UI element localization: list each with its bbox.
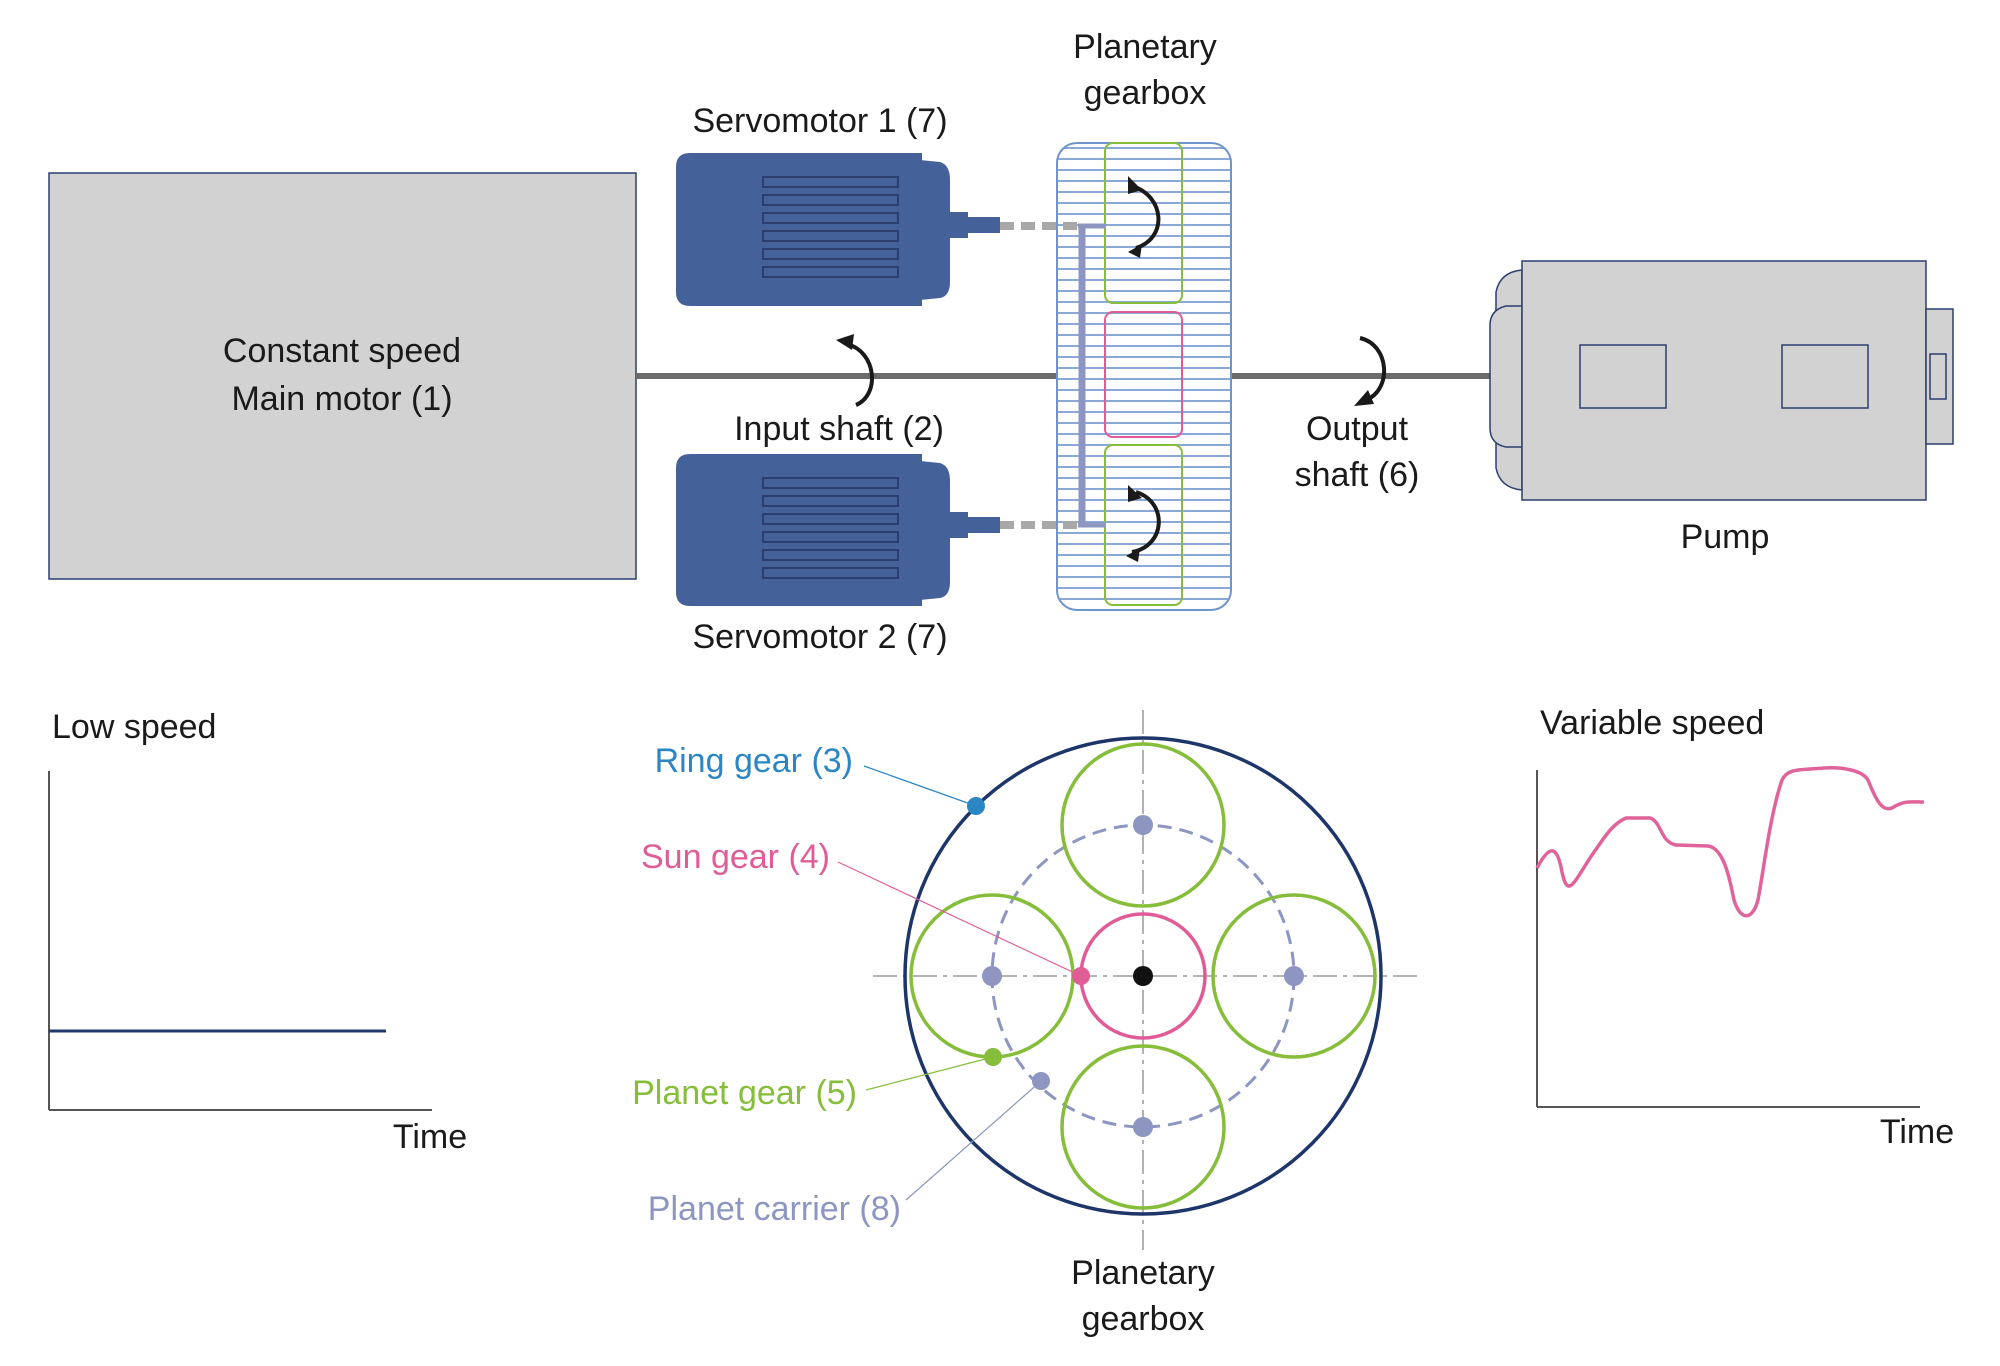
ring-gear-leader — [863, 765, 977, 807]
variable-speed-chart-title: Variable speed — [1540, 704, 1764, 742]
servomotor-1-fins — [762, 176, 899, 278]
servomotor-2: Servomotor 2 (7) — [676, 454, 1082, 656]
servomotor-1: Servomotor 1 (7) — [676, 102, 1082, 306]
rotation-arrowhead-icon — [1128, 176, 1142, 194]
main-motor-label-line1: Constant speed — [223, 332, 461, 370]
rotation-arrow-icon — [1359, 336, 1387, 402]
planet-carrier-label: Planet carrier (8) — [648, 1190, 901, 1228]
rotation-arrowhead-icon — [1128, 244, 1142, 258]
center-point — [1133, 966, 1153, 986]
main-motor: Constant speed Main motor (1) — [48, 172, 637, 580]
variable-speed-chart-x-label: Time — [1880, 1113, 1954, 1151]
gearbox-bottom-label-line1: Planetary — [1071, 1254, 1215, 1292]
main-motor-label-line2: Main motor (1) — [231, 380, 452, 418]
gearbox-bottom-label-line2: gearbox — [1082, 1300, 1205, 1338]
planet-carrier-marker — [1032, 1072, 1050, 1090]
pump-panel — [1579, 344, 1667, 409]
servomotor-1-end-cap — [676, 153, 748, 306]
planet-gear-right — [1211, 893, 1377, 1059]
ring-gear-marker — [967, 797, 985, 815]
low-speed-chart-x-label: Time — [393, 1118, 467, 1156]
output-shaft-label-line1: Output — [1306, 410, 1409, 448]
input-shaft-callout: Input shaft (2) — [734, 334, 944, 448]
servomotor-2-end-cap — [676, 454, 748, 606]
gearbox-top-label-line1: Planetary — [1073, 28, 1217, 66]
ring-gear-label: Ring gear (3) — [655, 742, 853, 780]
servomotor-1-shaft-stub — [950, 212, 968, 238]
rotation-arrow-icon — [1131, 490, 1161, 554]
rotation-arrow-icon — [1131, 184, 1161, 250]
ring-gear — [903, 736, 1383, 1216]
planet-gear-bottom — [1060, 1044, 1226, 1210]
servomotor-1-body — [745, 153, 922, 306]
sun-gear-leader — [837, 861, 1082, 977]
pump-panel — [1781, 344, 1869, 409]
planet-gear-leader — [865, 1056, 994, 1091]
servomotor-2-shaft-stub — [968, 517, 1000, 533]
gearbox-planet-gear-top — [1104, 142, 1183, 304]
rotation-arrowhead-icon — [1126, 548, 1140, 562]
planet-center-point — [1133, 815, 1153, 835]
planet-gear-top — [1060, 742, 1226, 908]
pump-end-port — [1929, 353, 1947, 400]
planet-gear-label: Planet gear (5) — [632, 1074, 857, 1112]
planet-center-point — [1284, 966, 1304, 986]
main-motor-body — [48, 172, 637, 580]
rotation-arrowhead-icon — [1354, 390, 1374, 406]
rotation-arrowhead-icon — [836, 334, 854, 350]
gearbox-top-label-line2: gearbox — [1084, 74, 1207, 112]
servomotor-2-shaft-stub — [950, 512, 968, 538]
low-speed-chart-title: Low speed — [52, 708, 216, 746]
servomotor-1-label: Servomotor 1 (7) — [692, 102, 947, 140]
planet-carrier-leader — [905, 1080, 1042, 1201]
gearbox-sun-gear — [1104, 311, 1183, 438]
planet-center-point — [982, 966, 1002, 986]
servomotor-2-flange — [920, 461, 950, 600]
low-speed-chart: Low speed Time — [48, 708, 467, 1156]
pump: Pump — [1489, 260, 1954, 556]
pump-body — [1521, 260, 1927, 501]
rotation-arrow-icon — [846, 342, 874, 407]
output-shaft-label-line2: shaft (6) — [1295, 456, 1420, 494]
pump-front-cap — [1489, 305, 1523, 448]
servomotor-2-body — [745, 454, 922, 606]
variable-speed-chart-line — [1535, 766, 1925, 918]
servomotor-1-flange — [920, 160, 950, 300]
sun-gear-label: Sun gear (4) — [641, 838, 830, 876]
planet-center-point — [1133, 1117, 1153, 1137]
gearbox-side-view: Planetary gearbox — [1056, 28, 1232, 611]
planet-gear-marker — [984, 1048, 1002, 1066]
variable-speed-chart: Variable speed Time — [1535, 704, 1954, 1151]
output-shaft-callout: Output shaft (6) — [1295, 336, 1420, 494]
servomotor-2-label: Servomotor 2 (7) — [692, 618, 947, 656]
planetary-gear-front-view: Ring gear (3) Sun gear (4) Planet gear (… — [632, 710, 1418, 1338]
servomotor-2-fins — [762, 477, 899, 579]
input-shaft-label: Input shaft (2) — [734, 410, 944, 448]
sun-gear-marker — [1072, 967, 1090, 985]
rotation-arrowhead-icon — [1128, 485, 1142, 502]
servomotor-1-shaft-stub — [968, 217, 1000, 233]
pump-label: Pump — [1681, 518, 1770, 556]
